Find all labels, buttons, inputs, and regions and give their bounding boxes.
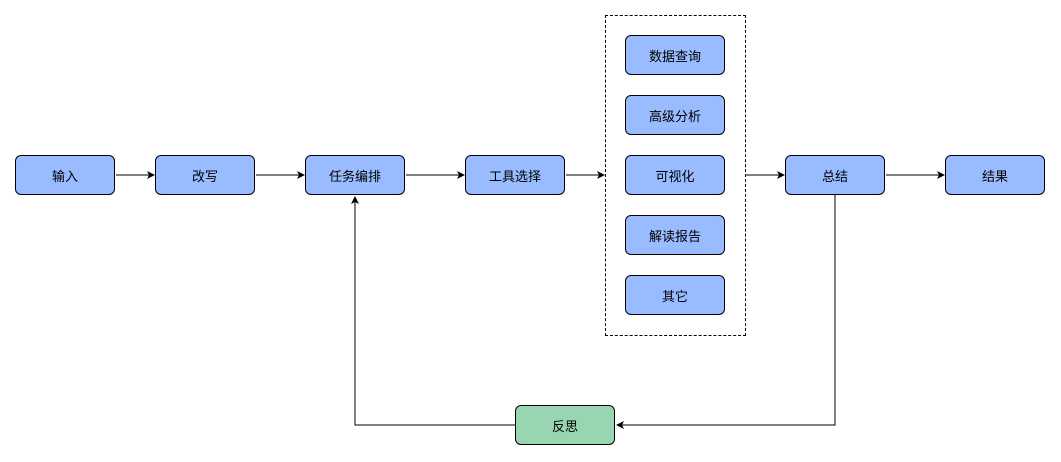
node-data-query[interactable]: 数据查询 xyxy=(625,35,725,75)
node-tool-selection[interactable]: 工具选择 xyxy=(465,155,565,195)
node-task-orchestration[interactable]: 任务编排 xyxy=(305,155,405,195)
node-advanced-analysis-label: 高级分析 xyxy=(648,109,701,125)
node-visualization[interactable]: 可视化 xyxy=(625,155,725,195)
tools-group-box xyxy=(605,15,746,336)
edge-reflection-task xyxy=(351,196,515,426)
node-other-label: 其它 xyxy=(661,289,688,305)
node-result[interactable]: 结果 xyxy=(945,155,1045,195)
node-visualization-label: 可视化 xyxy=(655,169,695,185)
node-rewrite-label: 改写 xyxy=(191,169,218,185)
node-report-interpretation[interactable]: 解读报告 xyxy=(625,215,725,255)
edge-summary-reflection xyxy=(616,195,836,429)
node-input-label: 输入 xyxy=(51,169,78,185)
node-reflection-label: 反思 xyxy=(551,419,578,435)
node-result-label: 结果 xyxy=(981,169,1008,185)
node-reflection[interactable]: 反思 xyxy=(515,405,615,445)
node-tool-selection-label: 工具选择 xyxy=(488,169,541,185)
node-input[interactable]: 输入 xyxy=(15,155,115,195)
node-summary-label: 总结 xyxy=(821,169,848,185)
node-other[interactable]: 其它 xyxy=(625,275,725,315)
node-data-query-label: 数据查询 xyxy=(648,49,701,65)
node-report-interpretation-label: 解读报告 xyxy=(648,229,701,245)
node-summary[interactable]: 总结 xyxy=(785,155,885,195)
node-rewrite[interactable]: 改写 xyxy=(155,155,255,195)
node-task-orchestration-label: 任务编排 xyxy=(328,169,381,185)
node-advanced-analysis[interactable]: 高级分析 xyxy=(625,95,725,135)
